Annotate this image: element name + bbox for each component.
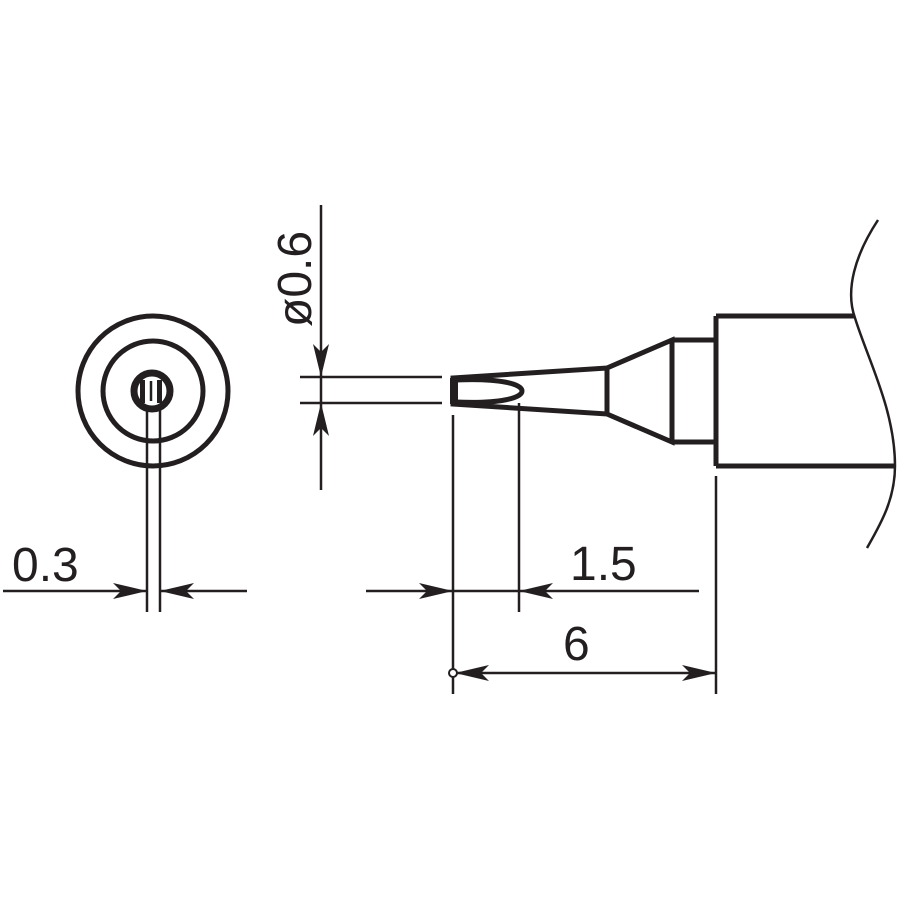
origin-marker <box>448 668 458 678</box>
dim-label-0.6: ø0.6 <box>269 231 322 327</box>
break-line <box>849 219 897 549</box>
middle-circle <box>100 338 206 444</box>
arrow-0.3-left <box>113 583 147 599</box>
tip-shank <box>713 313 895 469</box>
arrow-6-right <box>682 665 716 681</box>
tip-blade <box>450 365 610 417</box>
outer-circle <box>75 313 231 469</box>
dim-label-1.5: 1.5 <box>570 538 637 591</box>
arrow-1.5-left <box>419 583 453 599</box>
arrow-1.5-right <box>519 583 553 599</box>
side-view: ø0.6 1.5 6 <box>269 205 897 694</box>
tip-cone <box>606 336 675 446</box>
tip-slot-right <box>157 380 162 403</box>
inner-circle <box>130 369 174 413</box>
tip-collar <box>672 337 716 445</box>
arrow-0.6-top <box>313 344 329 377</box>
end-view: 0.3 <box>3 313 247 612</box>
tip-slot-left <box>140 380 145 403</box>
dim-label-0.3: 0.3 <box>12 539 79 592</box>
arrow-6-left <box>455 665 489 681</box>
arrow-0.3-right <box>160 583 194 599</box>
dim-label-6: 6 <box>563 618 590 671</box>
tip-flat-curve <box>454 377 525 405</box>
arrow-0.6-bottom <box>313 403 329 436</box>
